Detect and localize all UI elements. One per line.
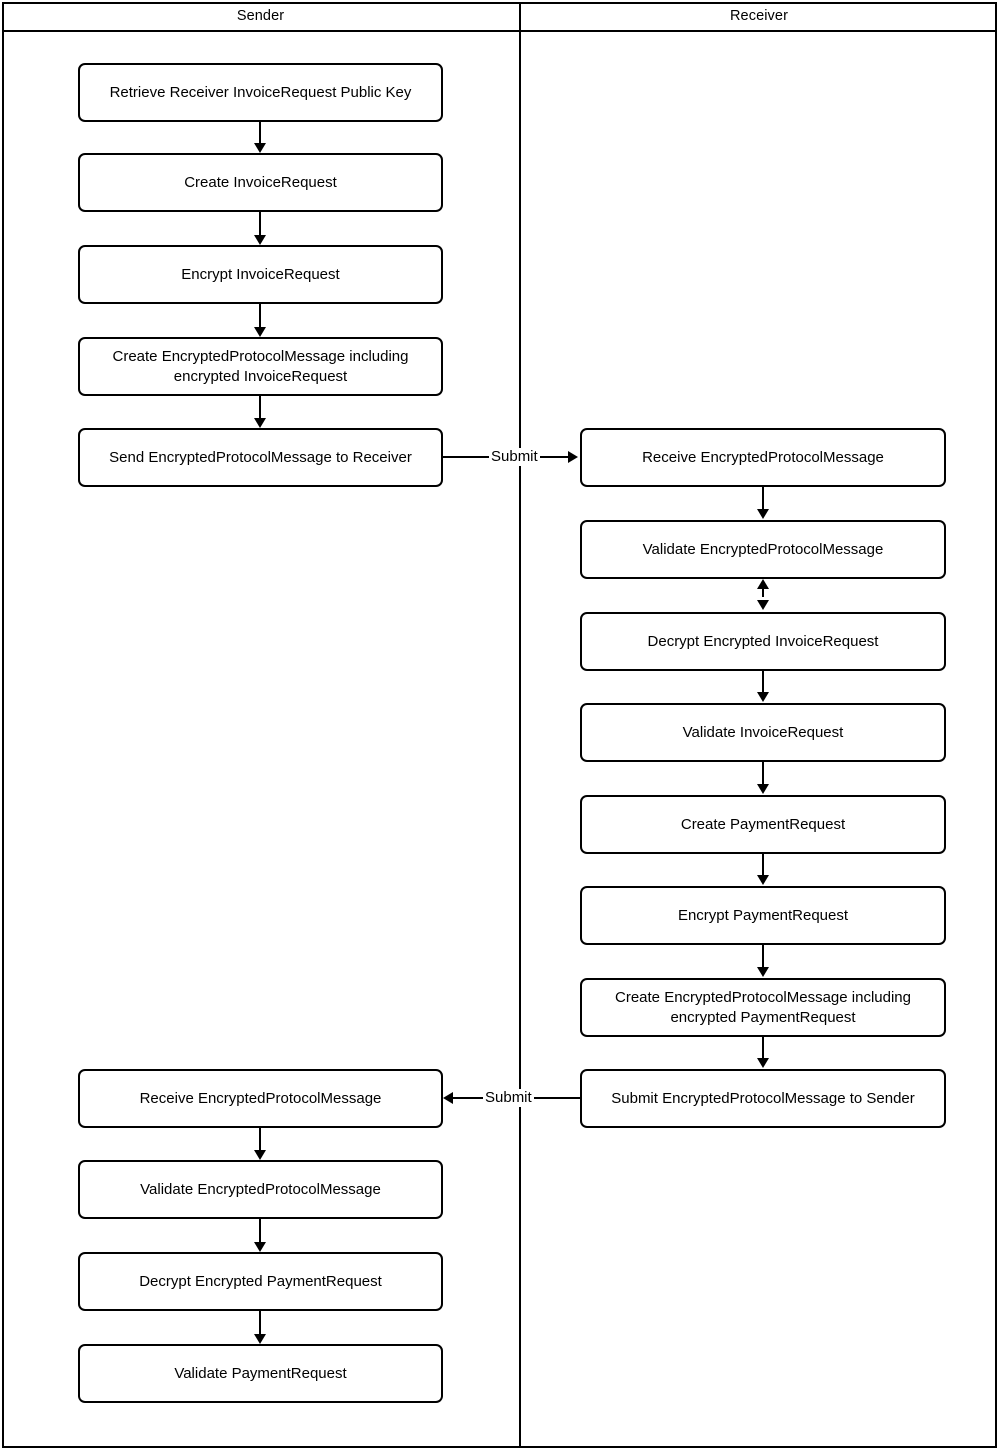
connector-s4-s5-line [259,396,261,420]
connector-r6-r7-arrowhead [757,967,769,977]
connector-r3-r4-line [762,671,764,694]
connector-s7-s8-line [259,1219,261,1244]
connector-r1-r2-arrowhead [757,509,769,519]
lane-header-receiver: Receiver [729,8,788,24]
connector-r7-r8-line [762,1037,764,1060]
connector-r5-r6-arrowhead [757,875,769,885]
connector-s6-s7-line [259,1128,261,1152]
edge-label-submit-to-sender: Submit [483,1089,534,1107]
connector-s3-s4-arrowhead [254,327,266,337]
node-validate-encryptedprotocolmessage-receiver[interactable]: Validate EncryptedProtocolMessage [580,520,946,579]
connector-s2-s3-arrowhead [254,235,266,245]
connector-s2-s3-line [259,212,261,237]
connector-r4-r5-arrowhead [757,784,769,794]
node-validate-paymentrequest[interactable]: Validate PaymentRequest [78,1344,443,1403]
node-validate-encryptedprotocolmessage-sender[interactable]: Validate EncryptedProtocolMessage [78,1160,443,1219]
swimlane-header-rule [2,30,997,32]
connector-r2-r3-line [762,587,764,597]
node-submit-encryptedprotocolmessage-to-sender[interactable]: Submit EncryptedProtocolMessage to Sende… [580,1069,946,1128]
swimlane-divider [519,2,521,1448]
connector-s1-s2-line [259,122,261,145]
connector-submit-to-sender-arrowhead [443,1092,453,1104]
connector-submit-to-receiver-arrowhead [568,451,578,463]
connector-s1-s2-arrowhead [254,143,266,153]
connector-s7-s8-arrowhead [254,1242,266,1252]
connector-r5-r6-line [762,854,764,877]
node-create-encryptedprotocolmessage-paymentrequest[interactable]: Create EncryptedProtocolMessage includin… [580,978,946,1037]
connector-r3-r4-arrowhead [757,692,769,702]
connector-r6-r7-line [762,945,764,969]
node-receive-encryptedprotocolmessage-sender[interactable]: Receive EncryptedProtocolMessage [78,1069,443,1128]
connector-r2-r3-arrowhead-down [757,600,769,610]
connector-s8-s9-arrowhead [254,1334,266,1344]
node-encrypt-invoicerequest[interactable]: Encrypt InvoiceRequest [78,245,443,304]
connector-r7-r8-arrowhead [757,1058,769,1068]
node-create-paymentrequest[interactable]: Create PaymentRequest [580,795,946,854]
connector-s4-s5-arrowhead [254,418,266,428]
node-create-invoicerequest[interactable]: Create InvoiceRequest [78,153,443,212]
node-receive-encryptedprotocolmessage-receiver[interactable]: Receive EncryptedProtocolMessage [580,428,946,487]
edge-label-submit-to-receiver: Submit [489,448,540,466]
node-validate-invoicerequest[interactable]: Validate InvoiceRequest [580,703,946,762]
node-decrypt-encrypted-invoicerequest[interactable]: Decrypt Encrypted InvoiceRequest [580,612,946,671]
connector-r4-r5-line [762,762,764,786]
node-send-encryptedprotocolmessage-to-receiver[interactable]: Send EncryptedProtocolMessage to Receive… [78,428,443,487]
node-encrypt-paymentrequest[interactable]: Encrypt PaymentRequest [580,886,946,945]
node-create-encryptedprotocolmessage-invoicerequest[interactable]: Create EncryptedProtocolMessage includin… [78,337,443,396]
lane-header-sender: Sender [236,8,285,24]
node-decrypt-encrypted-paymentrequest[interactable]: Decrypt Encrypted PaymentRequest [78,1252,443,1311]
node-retrieve-receiver-invoicerequest-public-key[interactable]: Retrieve Receiver InvoiceRequest Public … [78,63,443,122]
connector-s3-s4-line [259,304,261,329]
connector-s8-s9-line [259,1311,261,1336]
connector-r1-r2-line [762,487,764,511]
connector-r2-r3-arrowhead-up [757,579,769,589]
connector-s6-s7-arrowhead [254,1150,266,1160]
